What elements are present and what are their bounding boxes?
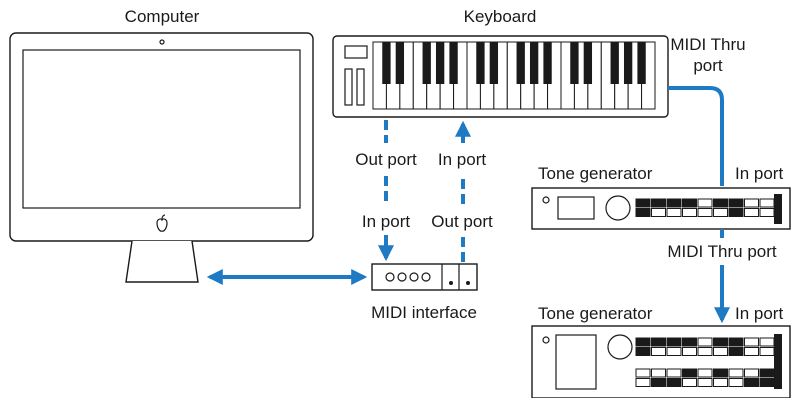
keyboard-midi-thru-label-line1: MIDI Thru [670,35,745,54]
interface-out-port-label: Out port [431,212,493,231]
midi-interface: MIDI interface [371,263,478,322]
computer-screen [22,49,301,209]
keyboard-keys [372,41,656,110]
computer-label: Computer [125,7,200,26]
tone-generator-1: Tone generator In port [531,164,791,230]
tone-generator-2-label: Tone generator [538,304,653,323]
tone-generator-2: Tone generator In port [531,304,791,398]
keyboard: Keyboard [332,7,669,118]
tone-generator-2-body [531,325,791,398]
keyboard-midi-thru-label-line2: port [693,56,723,75]
interface-in-port-label: In port [362,212,410,231]
midi-interface-label: MIDI interface [371,303,477,322]
tone-generator-1-label: Tone generator [538,164,653,183]
keyboard-out-port-label: Out port [355,150,417,169]
keyboard-in-port-label: In port [438,150,486,169]
connections [206,86,730,324]
keyboard-display [344,45,368,59]
keyboard-mod-wheel [356,68,365,106]
tone-generator-midi-thru-label: MIDI Thru port [667,242,777,261]
keyboard-pitch-wheel [344,68,353,106]
apple-logo-icon [156,214,168,232]
keyboard-thru-line [668,86,724,186]
computer-camera [159,39,165,45]
tone-generator-1-in-port-label: In port [735,164,783,183]
tone-generator-2-in-port-label: In port [735,304,783,323]
computer-stand [125,240,199,283]
keyboard-label: Keyboard [464,7,537,26]
midi-interface-body [371,263,478,291]
computer-monitor [9,32,314,242]
computer: Computer [9,7,314,283]
